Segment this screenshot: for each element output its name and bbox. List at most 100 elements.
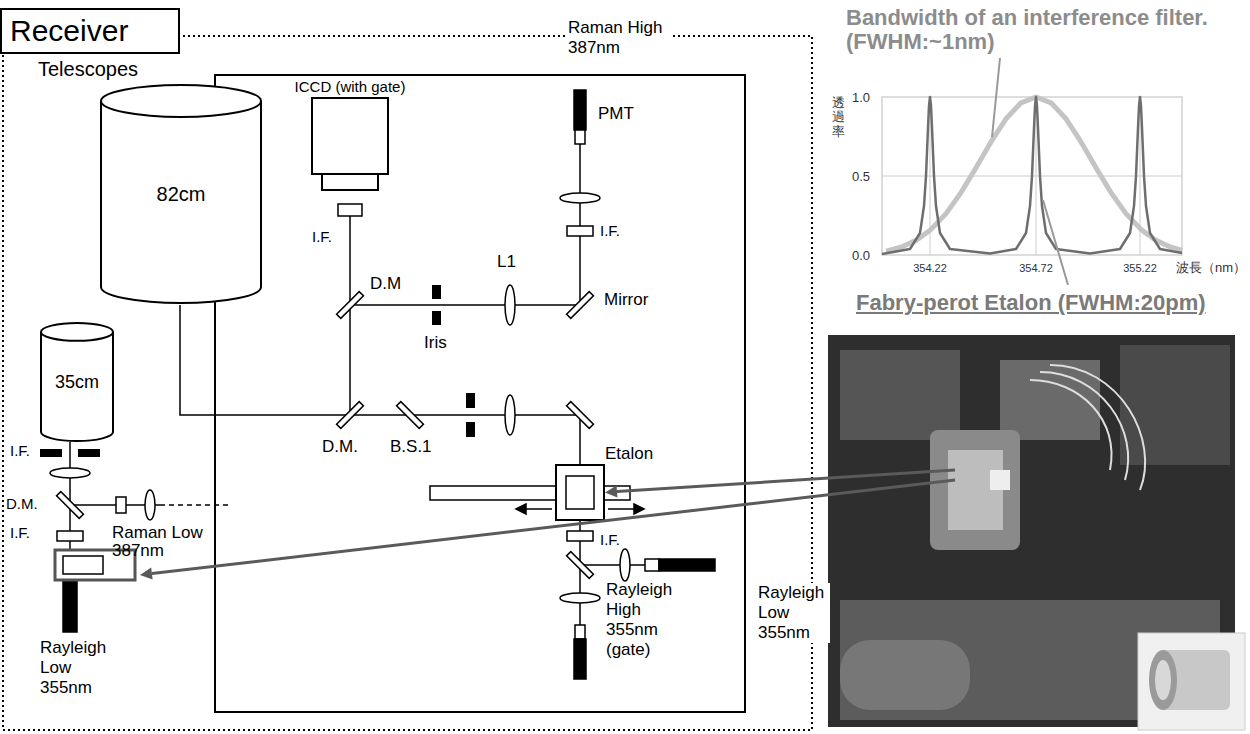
part-label: Mirror xyxy=(604,290,648,310)
pmt-symbol-part xyxy=(659,559,715,571)
pmt-symbol-part xyxy=(574,90,586,130)
pmt-symbol-part xyxy=(575,130,585,144)
mirror-symbol-part xyxy=(337,402,364,429)
channel-label: Raman Low 387nm xyxy=(112,524,217,560)
beam-path-part xyxy=(180,305,580,625)
tick-label: 0.0 xyxy=(852,248,870,264)
part-label: B.S.1 xyxy=(390,437,432,457)
transmission-chart-part xyxy=(1036,97,1037,255)
pmt-symbol-part xyxy=(574,639,586,679)
photo-part xyxy=(828,335,1235,727)
part-label: D.M. xyxy=(322,437,358,457)
mirror-symbol-part xyxy=(567,292,594,319)
part-label: I.F. xyxy=(600,222,620,240)
tick-label: 354.72 xyxy=(1011,262,1061,275)
lens-symbol-part xyxy=(145,490,155,520)
group-label: Telescopes xyxy=(38,58,138,80)
camera-outline xyxy=(285,78,415,192)
mirror-symbol-part xyxy=(397,402,424,429)
mirror-symbol-part xyxy=(567,402,594,429)
iris-symbol-part xyxy=(40,449,62,457)
callout-note: Fabry-perot Etalon (FWHM:20pm) xyxy=(856,290,1206,316)
lens-symbol-part xyxy=(560,193,600,203)
beam-path-part xyxy=(580,564,645,566)
pmt-symbol-part xyxy=(63,582,77,632)
photo xyxy=(828,335,1245,730)
filter-symbol-part xyxy=(567,226,593,236)
filter-symbol-part xyxy=(116,497,126,513)
cylinder-body xyxy=(41,332,113,441)
transmission-chart-part xyxy=(882,97,1182,254)
channel-label: Rayleigh High 355nm (gate) xyxy=(606,580,682,660)
part-label: I.F. xyxy=(10,524,30,542)
transmission-chart-part xyxy=(992,58,1000,137)
channel-label: Raman High 387nm xyxy=(568,18,673,58)
photo-part xyxy=(840,640,970,710)
lens-symbol-part xyxy=(50,468,90,478)
iris-symbol-part xyxy=(432,285,441,299)
axis-title: 波長（nm） xyxy=(1176,260,1246,276)
callout-arrow-part xyxy=(605,486,617,498)
part-label: D.M xyxy=(370,274,401,294)
aperture-label: 82cm xyxy=(157,183,206,206)
mirror-symbol-part xyxy=(57,492,84,519)
photo-part xyxy=(1149,650,1177,710)
lens-symbol-part xyxy=(505,285,515,325)
pmt-symbol xyxy=(55,90,715,679)
title-box: Receiver xyxy=(0,8,180,54)
photo-part xyxy=(840,600,1220,720)
mirror-symbol-part xyxy=(567,552,594,579)
transmission-chart xyxy=(882,58,1182,285)
iris-symbol-part xyxy=(466,422,475,437)
camera-label: ICCD (with gate) xyxy=(285,78,415,96)
callout-arrow-part xyxy=(140,568,153,580)
filter-symbol-part xyxy=(57,531,83,541)
telescope-cylinder: 82cm xyxy=(100,84,262,304)
photo-part xyxy=(840,350,960,440)
cylinder-top xyxy=(41,323,113,341)
etalon-symbol-part xyxy=(556,465,604,520)
callout-arrow xyxy=(140,470,955,580)
tick-label: 1.0 xyxy=(852,90,870,106)
tick-label: 0.5 xyxy=(852,169,870,185)
channel-label: Rayleigh Low 355nm xyxy=(758,583,830,643)
photo-part xyxy=(1138,633,1245,730)
transmission-chart-part xyxy=(882,97,1182,255)
camera-box: ICCD (with gate) xyxy=(285,78,415,192)
pmt-symbol-part xyxy=(63,556,103,574)
channel-label: Rayleigh Low 355nm xyxy=(40,638,110,698)
callout-arrow-part xyxy=(152,480,955,574)
iris-symbol-part xyxy=(466,393,475,408)
pmt-symbol-part xyxy=(645,559,659,571)
chart-title: Bandwidth of an interference filter. (FW… xyxy=(846,6,1246,54)
iris-symbol-part xyxy=(432,311,441,325)
etalon-symbol-part xyxy=(634,504,644,514)
part-label: Etalon xyxy=(605,444,653,464)
receiver-border-part xyxy=(3,36,812,730)
iris-symbol-part xyxy=(78,449,100,457)
part-label: I.F. xyxy=(312,228,332,246)
mirror-symbol-part xyxy=(337,292,364,319)
tick-label: 355.22 xyxy=(1115,262,1165,275)
box-title: Receiver xyxy=(10,14,170,48)
etalon-symbol-part xyxy=(516,504,526,514)
photo-part xyxy=(1030,365,1145,490)
camera-lens-mount xyxy=(322,174,378,190)
etalon-symbol xyxy=(430,465,644,520)
axis-title: 透過率 xyxy=(832,96,845,139)
part-label: Iris xyxy=(424,333,447,353)
photo-part xyxy=(1120,345,1230,465)
beam-path-part xyxy=(349,216,351,415)
beam-path-part xyxy=(160,504,232,506)
mirror-symbol xyxy=(57,292,594,579)
part-label: I.F. xyxy=(10,442,30,460)
tick-label: 354.22 xyxy=(905,262,955,275)
lens-symbol-part xyxy=(505,395,515,435)
camera-body xyxy=(312,98,388,174)
etalon-symbol-part xyxy=(566,476,594,509)
lens-symbol-part xyxy=(560,593,600,603)
lens-symbol-part xyxy=(620,549,630,581)
receiver-border-part xyxy=(215,75,745,712)
telescope-cylinder: 35cm xyxy=(40,322,114,442)
